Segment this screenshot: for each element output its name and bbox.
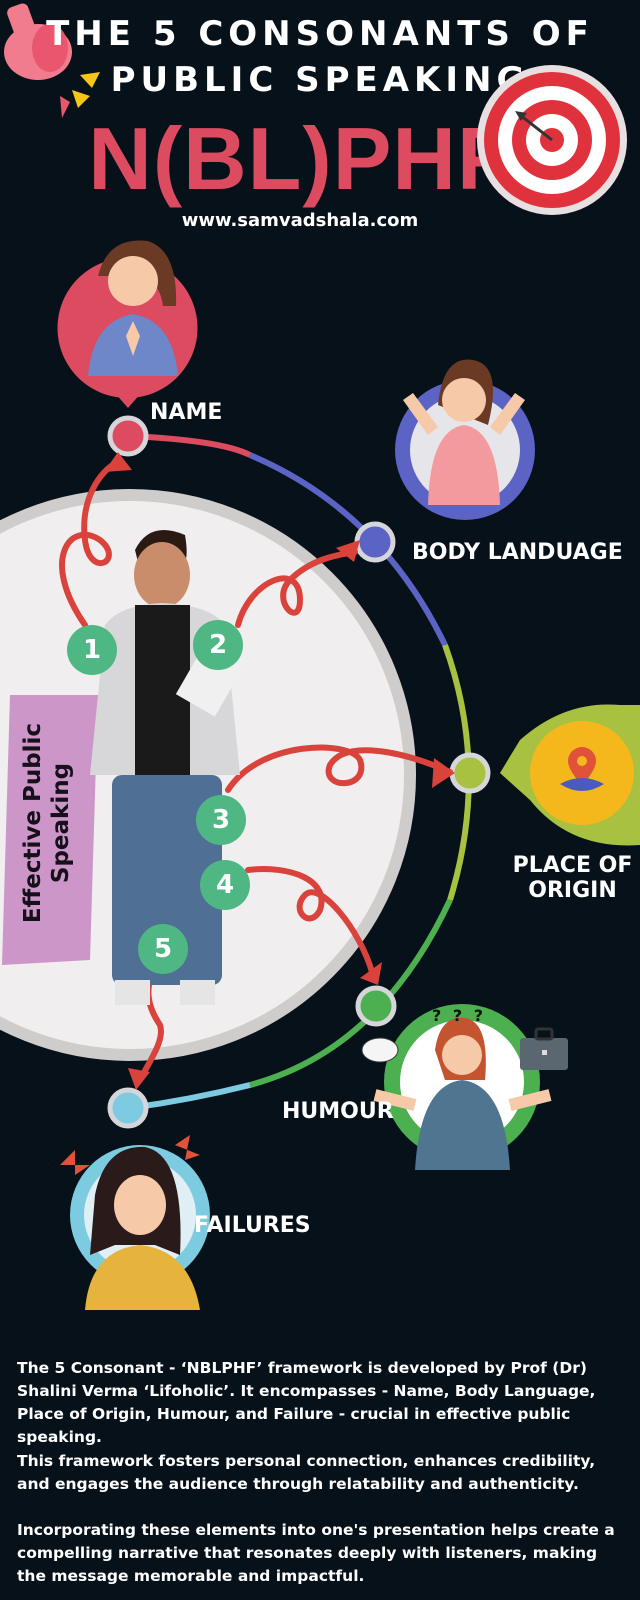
step-number-5: 5 <box>138 924 188 974</box>
node-body-language <box>354 521 396 563</box>
step-number-1: 1 <box>67 625 117 675</box>
label-humour: HUMOUR <box>282 1099 394 1124</box>
woman-shrugging-illustration <box>360 1010 570 1170</box>
node-humour <box>355 985 397 1027</box>
label-place-of-origin-line-2: ORIGIN <box>528 878 617 903</box>
step-number-3: 3 <box>196 795 246 845</box>
node-origin <box>449 752 491 794</box>
woman-greeting-illustration <box>68 236 198 376</box>
target-icon <box>475 63 630 218</box>
website-link[interactable]: www.samvadshala.com <box>181 210 419 231</box>
label-name: NAME <box>150 400 223 425</box>
step-number-2: 2 <box>193 620 243 670</box>
label-place-of-origin-line-1: PLACE OF <box>512 853 633 878</box>
location-pin-icon <box>552 742 612 802</box>
woman-thinking-illustration <box>388 355 538 505</box>
node-failures <box>107 1087 149 1129</box>
brush-stroke <box>2 695 98 965</box>
question-marks: ? ? ? <box>432 1006 486 1025</box>
side-label-line-1: Effective Public <box>20 722 46 924</box>
label-failures: FAILURES <box>194 1213 311 1238</box>
title-line-1: THE 5 CONSONANTS OF <box>46 14 594 54</box>
side-label: Effective Public Speaking <box>19 708 75 938</box>
label-body-language: BODY LANDUAGE <box>412 540 623 565</box>
step-number-4: 4 <box>200 860 250 910</box>
description-paragraph-2: This framework fosters personal connecti… <box>17 1452 596 1493</box>
title-line-2: PUBLIC SPEAKING <box>110 60 530 100</box>
node-name <box>107 415 149 457</box>
acronym-heading: N(BL)PHF <box>88 109 512 208</box>
label-place-of-origin: PLACE OF ORIGIN <box>505 853 640 903</box>
briefcase-icon <box>518 1026 570 1072</box>
megaphone-icon <box>0 0 115 125</box>
side-label-line-2: Speaking <box>48 762 74 884</box>
description-paragraph-3: Incorporating these elements into one's … <box>17 1521 615 1585</box>
woman-scared-illustration <box>55 1135 225 1310</box>
description-paragraph-1: The 5 Consonant - ‘NBLPHF’ framework is … <box>17 1359 596 1446</box>
